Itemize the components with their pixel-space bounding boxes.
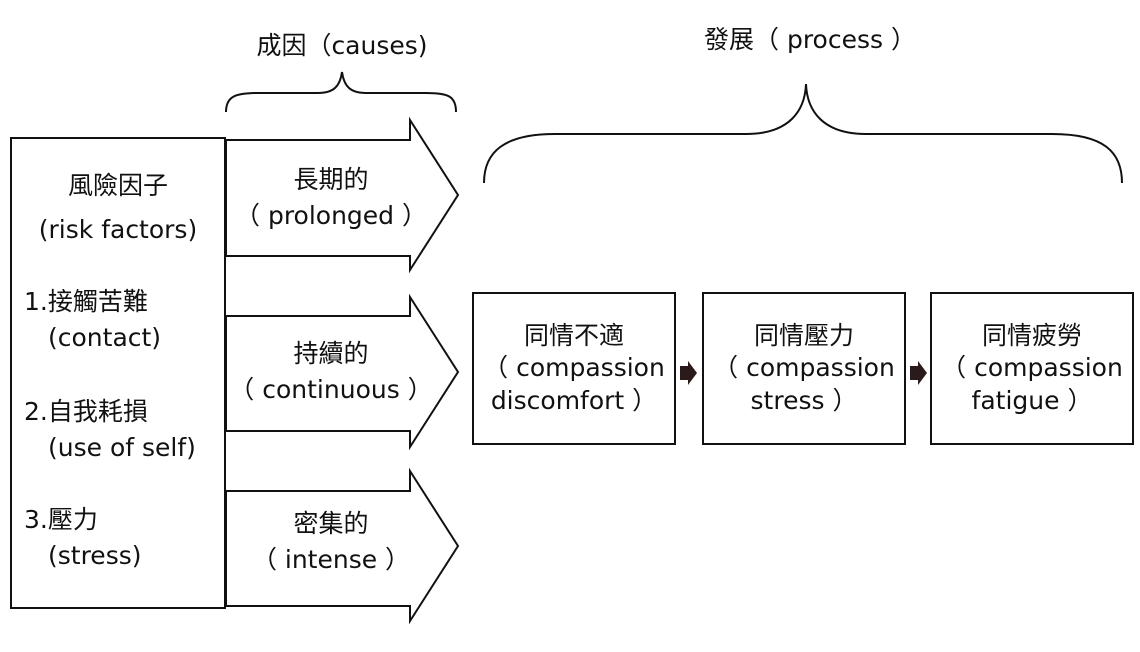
- process-brace: [483, 83, 1123, 184]
- cause-sub: （ continuous ）: [229, 375, 433, 404]
- cause-label: 持續的: [293, 339, 369, 368]
- stage-box-fatigue: 同情疲勞 （ compassion fatigue ）: [930, 292, 1134, 445]
- process-heading: 發展（ process ）: [704, 25, 916, 54]
- risk-factors-subtitle: (risk factors): [38, 215, 198, 244]
- causes-heading: 成因（causes): [256, 31, 428, 60]
- cause-sub: （ prolonged ）: [235, 201, 427, 230]
- stage-sub-line1: （ compassion: [941, 353, 1123, 383]
- stage-label: 同情壓力: [753, 320, 854, 350]
- arrow-continuous: [225, 293, 460, 451]
- stage-sub-line1: （ compassion: [713, 353, 895, 383]
- stage-label: 同情疲勞: [981, 320, 1082, 350]
- causes-brace: [225, 71, 457, 113]
- connector-arrow-1: [680, 361, 697, 385]
- arrow-prolonged: [225, 116, 460, 274]
- risk-factors-box: [10, 137, 226, 609]
- stage-label: 同情不適: [523, 320, 624, 350]
- risk-item-sub: (stress): [48, 541, 142, 570]
- arrow-intense: [225, 467, 460, 625]
- stage-sub-line2: fatigue ）: [971, 385, 1093, 415]
- stage-box-stress: 同情壓力 （ compassion stress ）: [702, 292, 906, 445]
- stage-sub-line2: stress ）: [750, 385, 858, 415]
- stage-sub-line2: discomfort ）: [490, 385, 658, 415]
- risk-item-label: 3.壓力: [24, 505, 98, 534]
- stage-sub-line1: （ compassion: [483, 353, 665, 383]
- risk-item-label: 2.自我耗損: [24, 397, 148, 426]
- connector-arrow-2: [910, 361, 927, 385]
- risk-factors-title: 風險因子: [67, 171, 168, 200]
- cause-label: 密集的: [293, 509, 369, 538]
- risk-item-sub: (contact): [48, 323, 162, 352]
- cause-label: 長期的: [293, 165, 369, 194]
- risk-item-sub: (use of self): [48, 433, 196, 462]
- stage-box-discomfort: 同情不適 （ compassion discomfort ）: [472, 292, 676, 445]
- cause-sub: （ intense ）: [251, 545, 411, 574]
- risk-item-label: 1.接觸苦難: [24, 287, 148, 316]
